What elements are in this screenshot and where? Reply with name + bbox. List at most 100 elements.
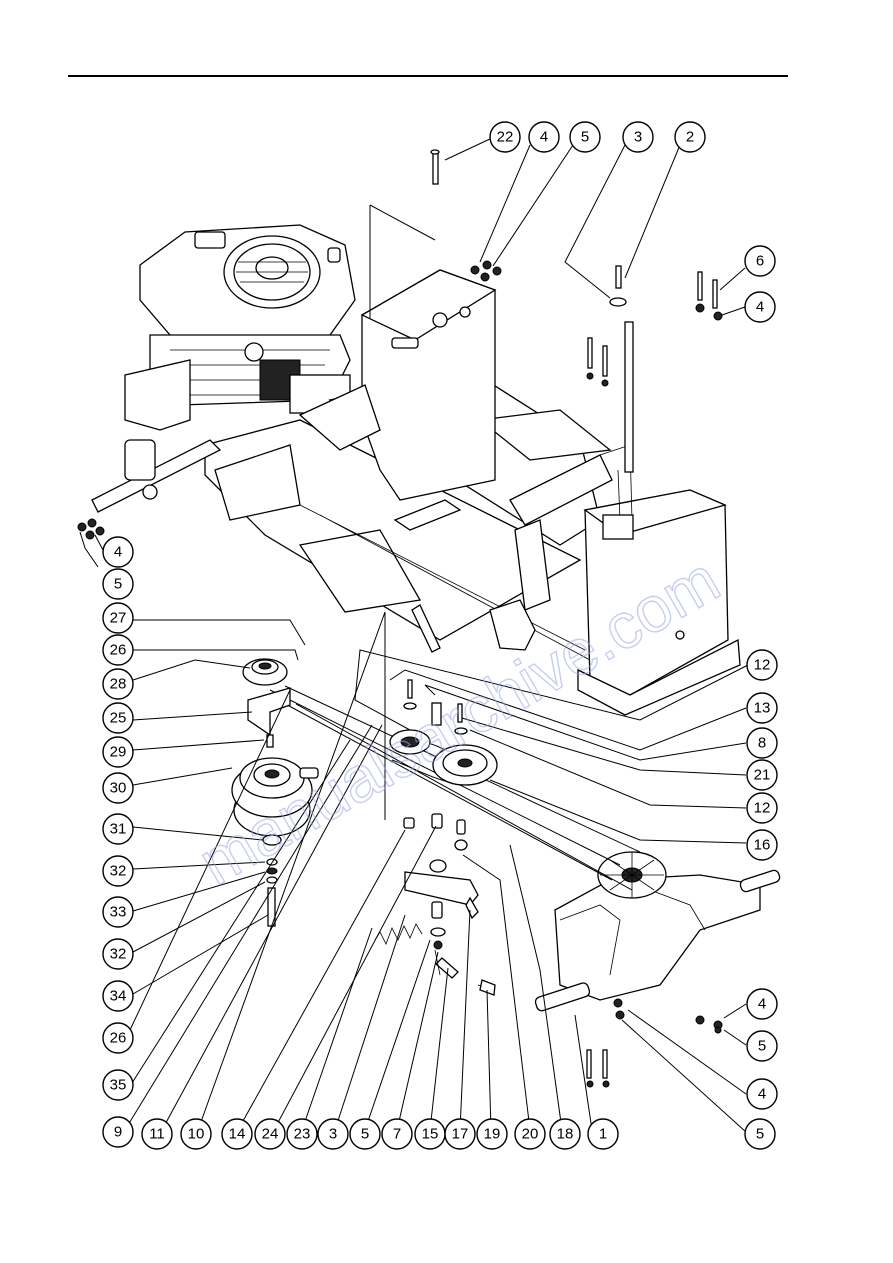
svg-text:32: 32	[110, 863, 127, 880]
callout-30: 30	[102, 772, 134, 804]
callout-4-right-mid: 4	[746, 988, 778, 1020]
callout-29: 29	[102, 736, 134, 768]
callout-5-right-bottom: 5	[744, 1118, 776, 1150]
callout-5-top: 5	[569, 121, 601, 153]
callout-24: 24	[254, 1118, 286, 1150]
header-rule	[68, 75, 788, 77]
svg-text:34: 34	[110, 988, 127, 1005]
svg-text:8: 8	[758, 735, 766, 752]
electric-clutch	[231, 757, 319, 837]
callout-7: 7	[381, 1118, 413, 1150]
svg-text:21: 21	[754, 767, 771, 784]
pulleys	[231, 658, 498, 837]
callout-10: 10	[180, 1118, 212, 1150]
svg-text:30: 30	[110, 780, 127, 797]
callout-25: 25	[102, 702, 134, 734]
callout-19: 19	[476, 1118, 508, 1150]
svg-text:4: 4	[756, 299, 764, 316]
svg-text:28: 28	[110, 676, 127, 693]
svg-text:24: 24	[262, 1126, 279, 1143]
callout-22: 22	[489, 121, 521, 153]
svg-text:17: 17	[452, 1126, 469, 1143]
hardware	[77, 149, 723, 1088]
svg-text:25: 25	[110, 710, 127, 727]
svg-text:26: 26	[110, 642, 127, 659]
svg-text:23: 23	[294, 1126, 311, 1143]
callout-27: 27	[102, 602, 134, 634]
callout-3-top: 3	[622, 121, 654, 153]
svg-text:26: 26	[110, 1030, 127, 1047]
callout-35: 35	[102, 1069, 134, 1101]
callout-12-upper: 12	[746, 649, 778, 681]
svg-text:10: 10	[188, 1126, 205, 1143]
svg-text:5: 5	[361, 1126, 369, 1143]
callout-5-bottom: 5	[349, 1118, 381, 1150]
callout-9: 9	[102, 1116, 134, 1148]
callout-8: 8	[746, 727, 778, 759]
callout-4-right-low: 4	[746, 1078, 778, 1110]
callout-18: 18	[549, 1118, 581, 1150]
callout-26-lower: 26	[102, 1022, 134, 1054]
callout-20: 20	[514, 1118, 546, 1150]
svg-text:35: 35	[110, 1077, 127, 1094]
callout-6: 6	[744, 245, 776, 277]
callout-17: 17	[444, 1118, 476, 1150]
callout-5-left: 5	[102, 568, 134, 600]
svg-text:20: 20	[522, 1126, 539, 1143]
svg-text:13: 13	[754, 700, 771, 717]
svg-text:1: 1	[599, 1126, 607, 1143]
svg-text:11: 11	[149, 1126, 165, 1143]
callout-4-right-top: 4	[744, 291, 776, 323]
svg-text:4: 4	[114, 544, 122, 561]
callout-14: 14	[221, 1118, 253, 1150]
cooling-fan	[597, 851, 667, 899]
callout-5-right-mid: 5	[746, 1030, 778, 1062]
callout-28: 28	[102, 668, 134, 700]
svg-text:29: 29	[110, 744, 127, 761]
callout-2: 2	[674, 121, 706, 153]
svg-text:18: 18	[557, 1126, 574, 1143]
svg-text:4: 4	[758, 1086, 766, 1103]
callout-33: 33	[102, 896, 134, 928]
svg-text:4: 4	[758, 996, 766, 1013]
callout-21: 21	[746, 759, 778, 791]
callout-23: 23	[286, 1118, 318, 1150]
callout-15: 15	[414, 1118, 446, 1150]
engine-assembly	[139, 224, 356, 414]
svg-text:4: 4	[540, 129, 548, 146]
callout-32-lower: 32	[102, 938, 134, 970]
svg-text:2: 2	[686, 129, 694, 146]
svg-text:16: 16	[754, 837, 771, 854]
callout-31: 31	[102, 813, 134, 845]
svg-text:5: 5	[581, 129, 589, 146]
svg-text:27: 27	[110, 610, 127, 627]
callout-4-left: 4	[102, 536, 134, 568]
svg-text:9: 9	[114, 1124, 122, 1141]
svg-text:6: 6	[756, 253, 764, 270]
callout-11: 11	[141, 1118, 173, 1150]
svg-text:12: 12	[754, 800, 771, 817]
callout-13: 13	[746, 692, 778, 724]
callout-34: 34	[102, 980, 134, 1012]
svg-text:5: 5	[114, 576, 122, 593]
callout-26-upper: 26	[102, 634, 134, 666]
svg-text:5: 5	[758, 1038, 766, 1055]
leader-lines	[79, 137, 749, 1133]
svg-text:12: 12	[754, 657, 771, 674]
frame-chassis	[91, 269, 741, 716]
svg-text:32: 32	[110, 946, 127, 963]
callout-12-lower: 12	[746, 792, 778, 824]
svg-text:22: 22	[497, 129, 514, 146]
svg-text:19: 19	[484, 1126, 501, 1143]
svg-text:14: 14	[229, 1126, 246, 1143]
svg-text:5: 5	[756, 1126, 764, 1143]
callout-16: 16	[746, 829, 778, 861]
callout-1: 1	[587, 1118, 619, 1150]
svg-text:33: 33	[110, 904, 127, 921]
svg-text:7: 7	[393, 1126, 401, 1143]
svg-text:31: 31	[110, 821, 127, 838]
callout-4-top: 4	[528, 121, 560, 153]
svg-text:3: 3	[329, 1126, 337, 1143]
